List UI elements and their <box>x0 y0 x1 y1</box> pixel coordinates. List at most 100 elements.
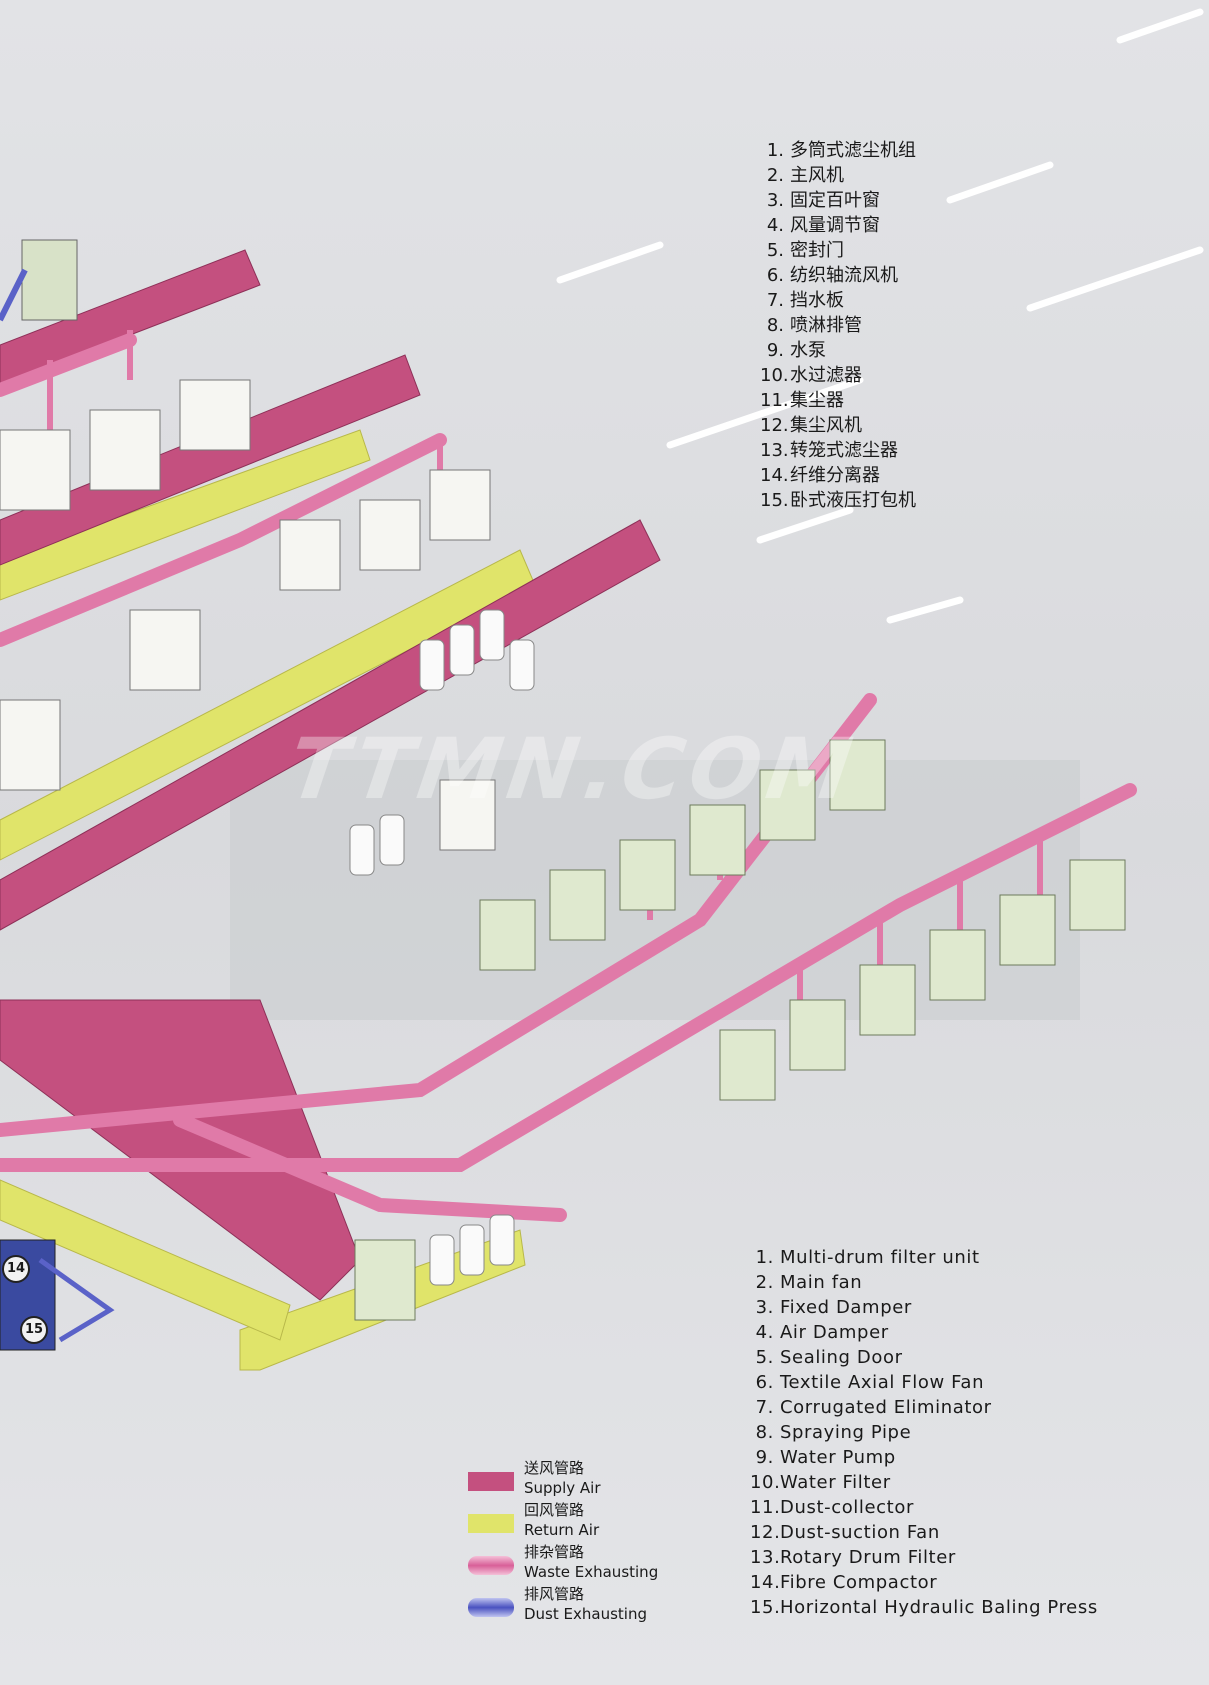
item-number: 13. <box>760 440 789 461</box>
list-item: 14.Fibre Compactor <box>750 1570 1098 1595</box>
item-number: 11. <box>750 1497 781 1518</box>
item-number: 5. <box>766 240 784 261</box>
item-label: Dust-collector <box>780 1497 914 1518</box>
list-item: 14.纤维分离器 <box>760 463 916 488</box>
item-label: 集尘风机 <box>790 415 862 436</box>
item-label: 转笼式滤尘器 <box>790 440 898 461</box>
list-item: 4. 风量调节窗 <box>760 213 916 238</box>
list-item: 2.主风机 <box>760 163 916 188</box>
legend-label-cn: 排杂管路 <box>524 1543 585 1561</box>
item-label: 风量调节窗 <box>790 215 880 236</box>
item-label: Fibre Compactor <box>780 1572 938 1593</box>
item-number: 10. <box>750 1472 781 1493</box>
legend-text: 排杂管路 Waste Exhausting <box>524 1542 658 1582</box>
item-number: 5. <box>755 1347 774 1368</box>
list-item: 4. Air Damper <box>750 1320 1098 1345</box>
component-list-chinese: 1.多筒式滤尘机组 2.主风机 3. 固定百叶窗 4. 风量调节窗 5. 密封门 6.… <box>760 138 916 513</box>
list-item: 5. 密封门 <box>760 238 916 263</box>
legend-swatch <box>468 1598 514 1617</box>
item-label: Main fan <box>780 1272 863 1293</box>
waste-exhaust-pipes <box>0 333 1137 1222</box>
item-number: 4. <box>755 1322 774 1343</box>
item-label: 纤维分离器 <box>790 465 880 486</box>
item-label: Multi-drum filter unit <box>780 1247 980 1268</box>
legend-swatch <box>468 1472 514 1491</box>
item-label: Air Damper <box>780 1322 889 1343</box>
spinning-machines <box>354 739 1126 1321</box>
callout-14: 14 <box>2 1255 30 1283</box>
list-item: 7. Corrugated Eliminator <box>750 1395 1098 1420</box>
item-label: Sealing Door <box>780 1347 903 1368</box>
list-item: 6.Textile Axial Flow Fan <box>750 1370 1098 1395</box>
item-number: 2. <box>766 165 784 186</box>
watermark: TTMN.COM <box>283 720 864 818</box>
legend-label-en: Dust Exhausting <box>524 1605 647 1623</box>
item-number: 13. <box>750 1547 781 1568</box>
item-number: 12. <box>760 415 789 436</box>
list-item: 9.水泵 <box>760 338 916 363</box>
list-item: 12.集尘风机 <box>760 413 916 438</box>
item-number: 7. <box>755 1397 774 1418</box>
list-item: 13.Rotary Drum Filter <box>750 1545 1098 1570</box>
item-label: Corrugated Eliminator <box>780 1397 992 1418</box>
item-label: Horizontal Hydraulic Baling Press <box>780 1597 1098 1618</box>
list-item: 1.多筒式滤尘机组 <box>760 138 916 163</box>
air-handling-cabinet <box>21 239 78 321</box>
item-number: 1. <box>755 1247 774 1268</box>
list-item: 13.转笼式滤尘器 <box>760 438 916 463</box>
list-item: 1. Multi-drum filter unit <box>750 1245 1098 1270</box>
item-number: 3. <box>755 1297 774 1318</box>
list-item: 15.卧式液压打包机 <box>760 488 916 513</box>
list-item: 15.Horizontal Hydraulic Baling Press <box>750 1595 1098 1620</box>
item-label: Spraying Pipe <box>780 1422 912 1443</box>
callout-15: 15 <box>20 1316 48 1344</box>
legend-swatch <box>468 1556 514 1575</box>
item-label: 挡水板 <box>790 290 844 311</box>
item-label: 水泵 <box>790 340 826 361</box>
item-number: 6. <box>766 265 784 286</box>
legend-label-en: Supply Air <box>524 1479 601 1497</box>
item-number: 11. <box>760 390 789 411</box>
list-item: 11.集尘器 <box>760 388 916 413</box>
list-item: 8.喷淋排管 <box>760 313 916 338</box>
item-number: 2. <box>755 1272 774 1293</box>
item-number: 4. <box>766 215 784 236</box>
list-item: 9.Water Pump <box>750 1445 1098 1470</box>
item-number: 12. <box>750 1522 781 1543</box>
item-label: Water Pump <box>780 1447 896 1468</box>
legend-text: 回风管路 Return Air <box>524 1500 599 1540</box>
cans <box>349 609 535 1286</box>
item-number: 14. <box>750 1572 781 1593</box>
list-item: 3. 固定百叶窗 <box>760 188 916 213</box>
carding-machines <box>0 379 496 851</box>
list-item: 10.Water Filter <box>750 1470 1098 1495</box>
item-label: Rotary Drum Filter <box>780 1547 956 1568</box>
legend-label-en: Return Air <box>524 1521 600 1539</box>
list-item: 2. Main fan <box>750 1270 1098 1295</box>
legend-label-cn: 送风管路 <box>524 1459 585 1477</box>
item-label: 喷淋排管 <box>790 315 862 336</box>
item-number: 10. <box>760 365 789 386</box>
item-number: 8. <box>755 1422 774 1443</box>
legend-label-en: Waste Exhausting <box>524 1563 659 1581</box>
ceiling-lights <box>556 8 1204 624</box>
item-label: Water Filter <box>780 1472 891 1493</box>
item-number: 7. <box>766 290 784 311</box>
item-number: 15. <box>760 490 789 511</box>
legend-swatch <box>468 1514 514 1533</box>
legend-label-cn: 回风管路 <box>524 1501 585 1519</box>
item-number: 6. <box>755 1372 774 1393</box>
item-number: 15. <box>750 1597 781 1618</box>
list-item: 5. Sealing Door <box>750 1345 1098 1370</box>
item-label: 密封门 <box>790 240 844 261</box>
list-item: 12.Dust-suction Fan <box>750 1520 1098 1545</box>
list-item: 3.Fixed Damper <box>750 1295 1098 1320</box>
item-label: 固定百叶窗 <box>790 190 880 211</box>
dust-exhaust-pipe-lower <box>38 1257 115 1343</box>
list-item: 8. Spraying Pipe <box>750 1420 1098 1445</box>
item-number: 3. <box>766 190 784 211</box>
item-label: Dust-suction Fan <box>780 1522 940 1543</box>
legend-text: 送风管路 Supply Air <box>524 1458 600 1498</box>
